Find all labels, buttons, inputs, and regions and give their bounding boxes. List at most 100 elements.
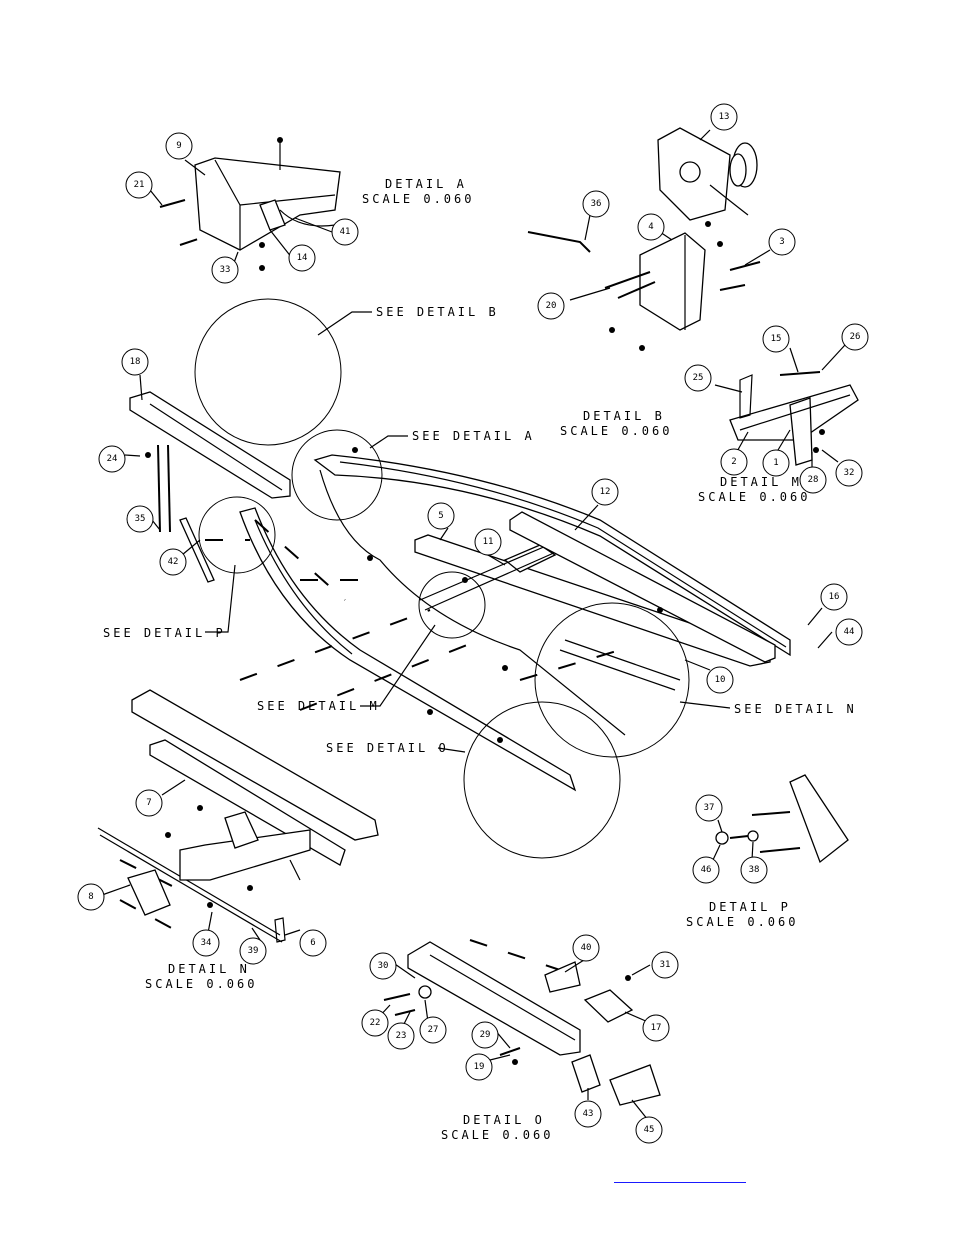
svg-text:39: 39 [248,946,259,956]
svg-text:4: 4 [648,222,653,232]
svg-text:22: 22 [370,1018,381,1028]
part-bubble: 8 [77,883,105,911]
detail-m-assembly [729,371,859,466]
detail-title: DETAIL O [463,1113,545,1127]
detail-scale: SCALE 0.060 [362,192,474,206]
part-bubble: 14 [288,244,316,272]
see-detail-n: SEE DETAIL N [734,702,857,716]
part-bubble: 27 [419,1016,447,1044]
part-bubble: 34 [192,929,220,957]
main-frame [129,391,791,792]
svg-text:44: 44 [844,627,855,637]
part-bubble: 4 [637,213,665,241]
svg-text:35: 35 [135,514,146,524]
svg-text:26: 26 [850,332,861,342]
svg-text:43: 43 [583,1109,594,1119]
part-bubble: 7 [135,789,163,817]
part-bubble: 13 [710,103,738,131]
detail-a-assembly [159,137,341,271]
part-bubble: 15 [762,325,790,353]
part-bubble: 35 [126,505,154,533]
svg-text:25: 25 [693,373,704,383]
part-bubble: 42 [159,548,187,576]
part-bubble: 11 [474,528,502,556]
svg-text:31: 31 [660,960,671,970]
svg-text:34: 34 [201,938,212,948]
part-bubble: 9 [165,132,193,160]
part-bubble: 32 [835,459,863,487]
svg-text:9: 9 [176,141,181,151]
part-bubble: 43 [574,1100,602,1128]
svg-text:7: 7 [146,798,151,808]
svg-text:33: 33 [220,265,231,275]
detail-title: DETAIL M [720,475,802,489]
svg-text:16: 16 [829,592,840,602]
see-detail-m: SEE DETAIL M [257,699,380,713]
svg-text:6: 6 [310,938,315,948]
detail-scale: SCALE 0.060 [145,977,257,991]
part-bubble: 20 [537,292,565,320]
part-bubble: 31 [651,951,679,979]
svg-text:29: 29 [480,1030,491,1040]
svg-text:19: 19 [474,1062,485,1072]
part-bubble: 44 [835,618,863,646]
part-bubble: 24 [98,445,126,473]
part-bubble: 46 [692,856,720,884]
svg-text:40: 40 [581,943,592,953]
svg-text:2: 2 [731,457,736,467]
svg-text:3: 3 [779,237,784,247]
svg-text:13: 13 [719,112,730,122]
svg-text:14: 14 [297,253,308,263]
svg-text:12: 12 [600,487,611,497]
part-bubble: 10 [706,666,734,694]
detail-titles: DETAIL A SCALE 0.060 DETAIL B SCALE 0.06… [145,177,807,1142]
part-bubble: 25 [684,364,712,392]
svg-text:24: 24 [107,454,118,464]
part-bubble: 28 [799,466,827,494]
part-bubble: 38 [740,856,768,884]
svg-text:15: 15 [771,334,782,344]
svg-text:17: 17 [651,1023,662,1033]
detail-scale: SCALE 0.060 [686,915,798,929]
part-bubble: 37 [695,794,723,822]
see-detail-p: SEE DETAIL P [103,626,226,640]
svg-text:8: 8 [88,892,93,902]
see-detail-b: SEE DETAIL B [376,305,499,319]
footer-link[interactable] [614,1168,746,1183]
part-bubble: 12 [591,478,619,506]
see-detail-a: SEE DETAIL A [412,429,535,443]
leader-lines [101,129,846,1121]
svg-text:38: 38 [749,865,760,875]
detail-p-assembly [715,774,849,864]
part-bubble: 40 [572,934,600,962]
explosion-lines [119,219,621,971]
svg-text:30: 30 [378,961,389,971]
detail-circles [194,298,690,859]
part-bubble: 36 [582,190,610,218]
part-bubble: 39 [239,937,267,965]
part-bubble: 41 [331,218,359,246]
svg-text:23: 23 [396,1031,407,1041]
part-bubble: 6 [299,929,327,957]
detail-o-assembly [383,941,661,1106]
svg-text:45: 45 [644,1125,655,1135]
detail-scale: SCALE 0.060 [441,1128,553,1142]
svg-text:1: 1 [773,458,778,468]
svg-text:46: 46 [701,865,712,875]
part-bubbles: 9 21 41 33 14 13 36 4 3 20 15 26 25 2 1 … [77,103,869,1144]
svg-text:5: 5 [438,511,443,521]
part-bubble: 33 [211,256,239,284]
svg-text:10: 10 [715,675,726,685]
svg-text:27: 27 [428,1025,439,1035]
part-bubble: 21 [125,171,153,199]
svg-text:18: 18 [130,357,141,367]
detail-title: DETAIL B [583,409,665,423]
part-bubble: 17 [642,1014,670,1042]
svg-text:36: 36 [591,199,602,209]
see-detail-o: SEE DETAIL O [326,741,449,755]
part-bubble: 29 [471,1021,499,1049]
svg-text:41: 41 [340,227,351,237]
detail-scale: SCALE 0.060 [560,424,672,438]
part-bubble: 5 [427,502,455,530]
